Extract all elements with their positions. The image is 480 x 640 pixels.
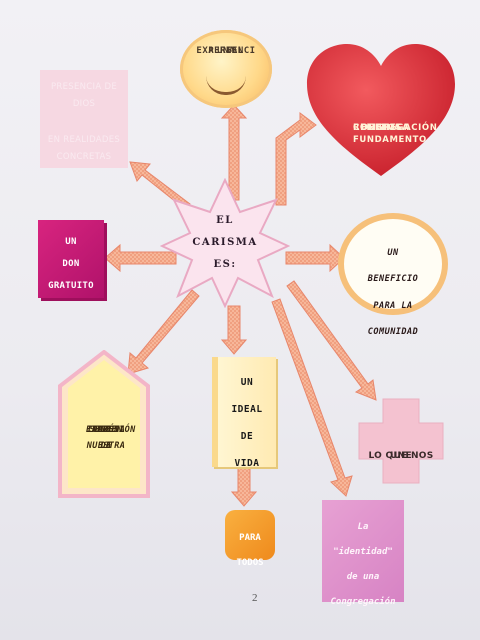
arrow-downleft xyxy=(127,289,200,375)
beneficio-line-3: PARA LA xyxy=(373,300,413,311)
arrow-down xyxy=(220,305,248,355)
fundamento-line-3: CONGREGACIÓN xyxy=(353,123,438,133)
ideal-line-2: IDEAL xyxy=(231,404,263,415)
don-line-3: GRATUITO xyxy=(48,280,94,291)
expresion-line-6: IGLESIA xyxy=(86,425,126,435)
experiencia-line-3: A REAL xyxy=(208,46,244,56)
ideal-line-1: UN xyxy=(240,377,254,388)
experiencia-line-2: EXPERIENCI xyxy=(196,46,256,56)
arrow-upleft xyxy=(129,161,191,211)
fundamento-line-2: DE UNA xyxy=(360,123,401,133)
cross-icon xyxy=(358,398,444,484)
presencia-line-3: EN REALIDADES xyxy=(47,135,121,146)
center-line-1: EL xyxy=(216,215,234,226)
center-line-3: ES: xyxy=(213,259,237,270)
scroll-ideal-de-vida: UN IDEAL DE VIDA xyxy=(212,357,276,469)
fundamento-line-1: EL FUNDAMENTO xyxy=(353,123,427,146)
house-expresion: LA EXPRESIÓN DE NUESTRA RAZÓN DE SER EN … xyxy=(58,349,150,498)
smile-icon xyxy=(206,76,246,95)
star-center: EL CARISMA ES: xyxy=(159,177,291,309)
arrow-right xyxy=(285,243,345,273)
todos-line-1: PARA xyxy=(239,533,261,543)
identidad-line-3: de una xyxy=(346,571,380,582)
cross-lo-que-nos-une: LO QUE NOS UNE xyxy=(357,397,445,485)
note-identidad: La "identidad" de una Congregación xyxy=(322,500,404,607)
arrow-left xyxy=(104,243,177,273)
une-line-2: UNE xyxy=(390,451,412,461)
sun-node-experiencia: UNA EXPERIENCI A REAL xyxy=(180,30,272,108)
presencia-line-2: DIOS xyxy=(72,98,96,109)
expresion-line-1: LA xyxy=(100,425,112,435)
heart-node-fundamento: EL FUNDAMENTO DE UNA CONGREGACIÓN RELIGI… xyxy=(305,42,457,178)
star-icon xyxy=(159,177,291,309)
beneficio-line-4: COMUNIDAD xyxy=(367,326,419,337)
une-line-1: LO QUE NOS xyxy=(368,451,434,461)
identidad-line-4: Congregación xyxy=(330,596,396,607)
don-line-1: UN xyxy=(65,237,77,247)
note-presencia: PRESENCIA DE DIOS EN REALIDADES CONCRETA… xyxy=(40,70,128,168)
circle-beneficio: UN BENEFICIO PARA LA COMUNIDAD xyxy=(338,213,448,337)
house-icon xyxy=(58,349,150,498)
fundamento-line-4: RELIGIOSA xyxy=(353,123,410,133)
beneficio-line-1: UN xyxy=(387,248,399,258)
expresion-line-3: DE NUESTRA xyxy=(86,425,126,452)
presencia-line-1: PRESENCIA DE xyxy=(50,82,117,92)
identidad-line-1: La xyxy=(357,522,369,532)
experiencia-line-1: UNA xyxy=(217,46,235,56)
center-line-2: CARISMA xyxy=(192,237,258,248)
ideal-line-4: VIDA xyxy=(234,458,260,469)
arrow-todos xyxy=(230,467,258,507)
page-number: 2 xyxy=(252,592,258,604)
box-don-gratuito: UN DON GRATUITO xyxy=(38,220,104,298)
arrow-downright xyxy=(286,280,377,401)
heart-icon xyxy=(307,44,455,176)
expresion-line-5: SER EN LA xyxy=(89,425,123,452)
arrow-heart xyxy=(275,112,317,206)
identidad-line-2: "identidad" xyxy=(333,546,393,557)
expresion-line-2: EXPRESIÓN xyxy=(86,425,136,435)
arrow-up xyxy=(220,104,248,201)
don-line-2: DON xyxy=(62,258,80,269)
todos-line-2: TODOS xyxy=(236,557,264,568)
beneficio-line-2: BENEFICIO xyxy=(367,274,419,285)
expresion-line-4: RAZÓN DE xyxy=(92,425,120,452)
presencia-line-4: CONCRETAS xyxy=(56,151,112,162)
box-para-todos: PARA TODOS xyxy=(225,510,275,568)
arrow-long xyxy=(271,298,353,497)
ideal-line-3: DE xyxy=(240,431,254,442)
